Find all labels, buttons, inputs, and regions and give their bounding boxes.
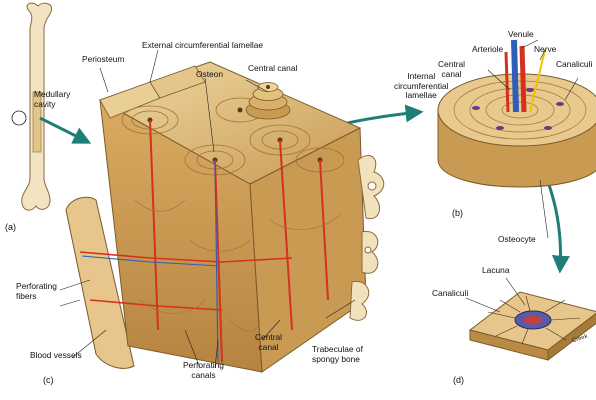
panel-label-b: (b) xyxy=(452,208,463,218)
label-internal-lamellae: Internal circumferential lamellae xyxy=(394,72,448,101)
panel-label-a: (a) xyxy=(5,222,16,232)
label-osteon: Osteon xyxy=(196,70,223,80)
label-osteocyte: Osteocyte xyxy=(498,235,536,245)
label-periosteum: Periosteum xyxy=(82,55,124,65)
label-perforating-fibers: Perforating fibers xyxy=(16,282,57,301)
label-central-canal-bottom: Central canal xyxy=(255,333,282,352)
label-venule: Venule xyxy=(508,30,534,40)
label-trabeculae: Trabeculae of spongy bone xyxy=(312,345,363,364)
label-lacuna: Lacuna xyxy=(482,266,509,276)
label-perforating-canals: Perforating canals xyxy=(183,361,224,380)
label-arteriole: Arteriole xyxy=(472,45,503,55)
label-medullary-cavity: Medullary cavity xyxy=(34,90,70,109)
label-canaliculi-b: Canaliculi xyxy=(556,60,592,70)
panel-label-c: (c) xyxy=(43,375,54,385)
label-external-lamellae: External circumferential lamellae xyxy=(142,41,263,51)
label-canaliculi-d: Canaliculi xyxy=(432,289,468,299)
compact-bone-block xyxy=(66,62,366,372)
panel-label-d: (d) xyxy=(453,375,464,385)
label-blood-vessels: Blood vessels xyxy=(30,351,82,361)
label-central-canal-top: Central canal xyxy=(248,64,297,74)
arrow-a-to-c xyxy=(40,118,88,142)
arrow-b-to-d xyxy=(548,182,561,270)
label-nerve: Nerve xyxy=(534,45,556,55)
lacuna-block xyxy=(470,292,596,360)
